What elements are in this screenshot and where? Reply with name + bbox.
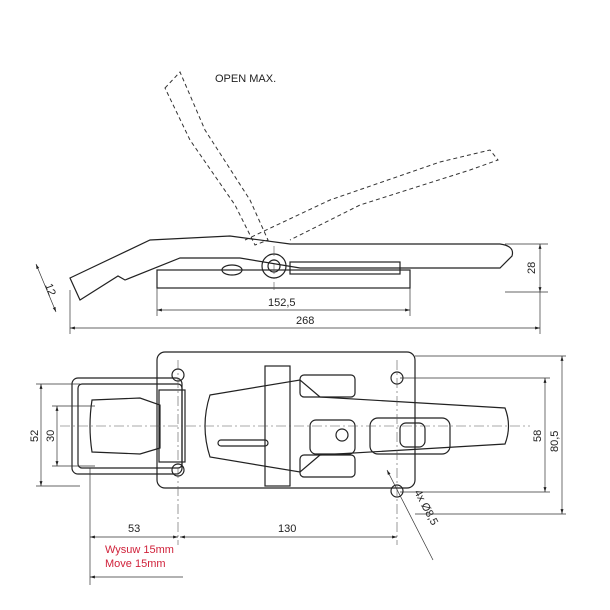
dim-height: 28 (526, 262, 538, 274)
dim-53: 53 (128, 523, 140, 535)
hook (89, 397, 161, 455)
open-arm-outline (244, 149, 499, 241)
dim-angle-side: 12 (42, 282, 57, 298)
mounting-plate (156, 351, 416, 489)
bracket (289, 261, 401, 275)
dim-total: 268 (296, 315, 314, 327)
dim-52: 52 (29, 430, 41, 442)
closed-lever (69, 235, 514, 301)
dim-base: 152,5 (268, 297, 296, 309)
note-move-en: Move 15mm (105, 558, 166, 570)
open-lever-outline (164, 71, 269, 246)
dim-30: 30 (45, 430, 57, 442)
dim-80-5: 80,5 (549, 431, 561, 452)
base-plate (156, 269, 411, 289)
top-view: 52 30 58 80,5 53 130 4x Ø8,5 Wysuw 15mm … (29, 351, 566, 585)
logo-mark (335, 428, 349, 442)
dim-58: 58 (532, 430, 544, 442)
side-view: OPEN MAX. 28 152,5 268 12 (35, 71, 548, 334)
note-move-pl: Wysuw 15mm (105, 544, 174, 556)
dim-130: 130 (278, 523, 296, 535)
lever-body (204, 379, 510, 473)
dim-holes: 4x Ø8,5 (411, 488, 440, 528)
mounting-holes (171, 368, 404, 498)
open-max-label: OPEN MAX. (215, 73, 276, 85)
